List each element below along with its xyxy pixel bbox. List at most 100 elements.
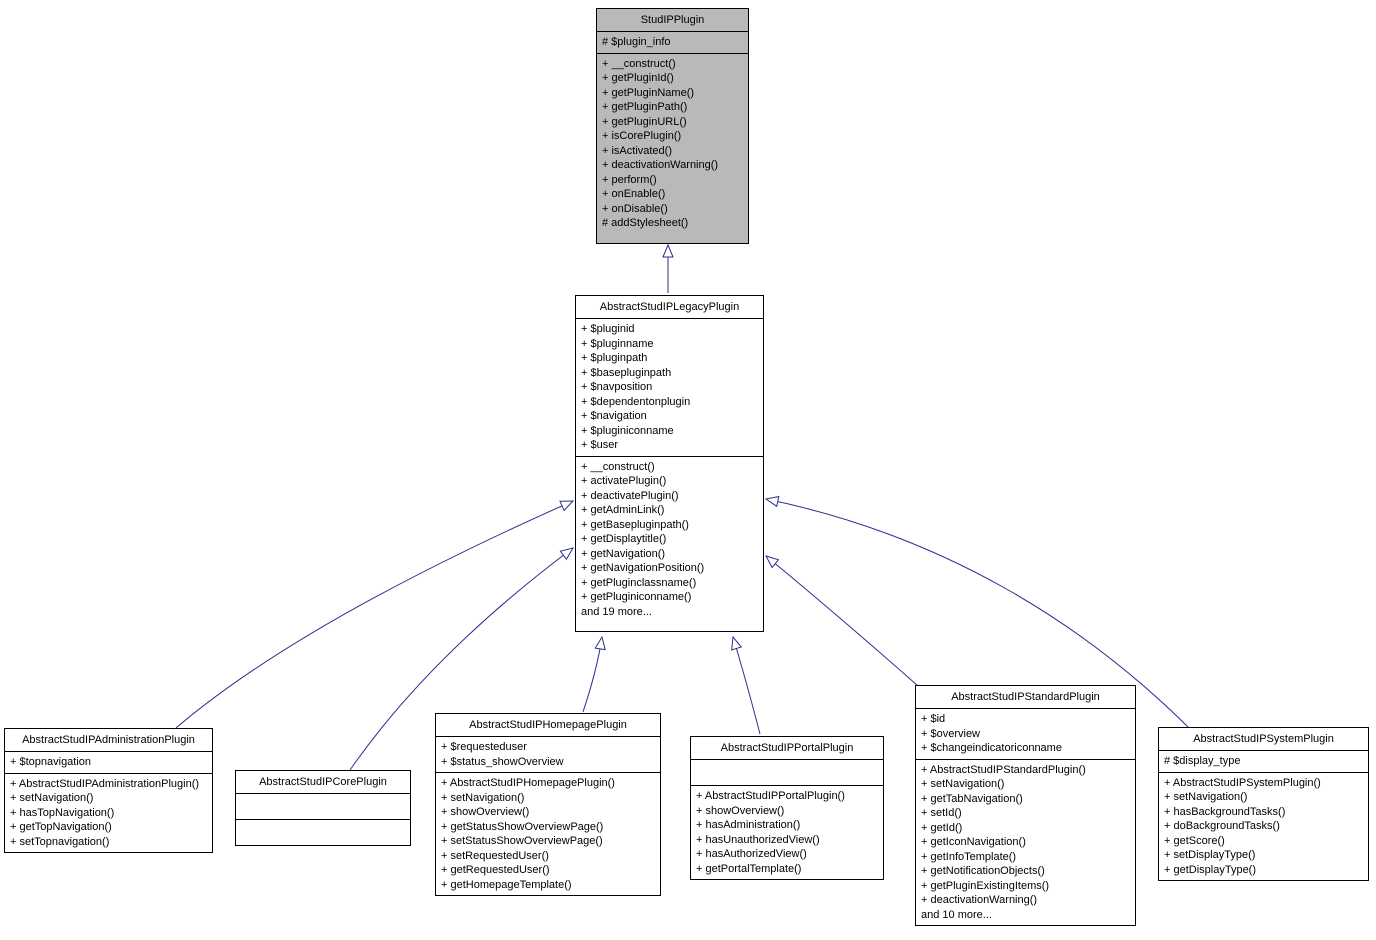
- member: + getPluginURL(): [602, 115, 687, 128]
- member: + $requesteduser: [441, 741, 527, 753]
- member: + AbstractStudIPSystemPlugin(): [1164, 776, 1321, 789]
- member: + setId(): [921, 807, 962, 819]
- member: + getPluginPath(): [602, 101, 688, 113]
- member: + showOverview(): [441, 806, 530, 818]
- class-box-abstractstudipportalplugin[interactable]: AbstractStudIPPortalPlugin + AbstractStu…: [690, 736, 884, 880]
- inheritance-edge: [766, 499, 1189, 728]
- member: + $navposition: [581, 381, 653, 393]
- member: + hasAuthorizedView(): [696, 848, 807, 860]
- member: + getPluginName(): [602, 86, 695, 99]
- member: + setNavigation(): [1164, 791, 1248, 803]
- member: + getTopNavigation(): [10, 821, 112, 833]
- member: + getDisplaytitle(): [581, 533, 667, 545]
- member: + getTabNavigation(): [921, 792, 1023, 805]
- member: and 10 more...: [921, 908, 992, 921]
- class-title: AbstractStudIPHomepagePlugin: [469, 719, 627, 731]
- class-title: AbstractStudIPAdministrationPlugin: [22, 734, 195, 746]
- methods-section: + AbstractStudIPStandardPlugin() + setNav…: [916, 758, 1135, 926]
- member: and 19 more...: [581, 605, 652, 618]
- member: + perform(): [602, 173, 657, 186]
- member: + doBackgroundTasks(): [1164, 820, 1280, 832]
- methods-section: + AbstractStudIPHomepagePlugin() + setNav…: [436, 772, 660, 895]
- class-title: AbstractStudIPCorePlugin: [259, 776, 387, 788]
- methods-section: [236, 819, 410, 845]
- member: + deactivationWarning(): [921, 894, 1038, 906]
- member: + setTopnavigation(): [10, 835, 110, 848]
- member: + AbstractStudIPPortalPlugin(): [696, 790, 845, 802]
- member: + AbstractStudIPAdministrationPlugin(): [10, 777, 200, 790]
- member: + AbstractStudIPStandardPlugin(): [921, 763, 1086, 776]
- member: + hasBackgroundTasks(): [1164, 805, 1286, 818]
- member: + getPluginExistingItems(): [921, 879, 1050, 892]
- member: + getAdminLink(): [581, 504, 665, 516]
- member: + $overview: [921, 727, 981, 740]
- member: # $display_type: [1164, 755, 1241, 767]
- member: + getNavigationPosition(): [581, 562, 705, 574]
- member: + $pluginpath: [581, 352, 648, 364]
- class-title: StudIPPlugin: [640, 14, 705, 26]
- member: + hasTopNavigation(): [10, 806, 115, 819]
- member: + setStatusShowOverviewPage(): [441, 835, 603, 847]
- class-box-abstractstudipstandardplugin[interactable]: AbstractStudIPStandardPlugin + $id+ $ove…: [915, 685, 1136, 926]
- member: + deactivationWarning(): [602, 159, 719, 171]
- member: + $id: [921, 713, 946, 725]
- attributes-section: # $plugin_info: [597, 31, 748, 53]
- class-title: AbstractStudIPPortalPlugin: [720, 742, 854, 754]
- member: + $dependentonplugin: [581, 395, 691, 408]
- member: + activatePlugin(): [581, 475, 667, 487]
- member: + getIconNavigation(): [921, 836, 1026, 848]
- member: + setDisplayType(): [1164, 849, 1256, 861]
- member: + getRequestedUser(): [441, 864, 550, 876]
- attributes-section: + $id + $overview + $changeindicatoriconna…: [916, 708, 1135, 759]
- attributes-section: + $pluginid + $pluginname + $pluginpath + $…: [576, 318, 763, 456]
- member: + getDisplayType(): [1164, 863, 1257, 876]
- class-box-abstractstudipadministrationplugin[interactable]: AbstractStudIPAdministrationPlugin + $to…: [4, 728, 213, 853]
- member: + getNavigation(): [581, 547, 666, 560]
- methods-section: + AbstractStudIPPortalPlugin() + showOver…: [691, 785, 883, 879]
- class-box-studipplugin[interactable]: StudIPPlugin # $plugin_info + __construc…: [596, 8, 749, 244]
- class-box-abstractstudiplegacyplugin[interactable]: AbstractStudIPLegacyPlugin + $pluginid+ …: [575, 295, 764, 632]
- attributes-section: [236, 793, 410, 819]
- member: + isActivated(): [602, 144, 672, 157]
- member: + __construct(): [602, 57, 676, 70]
- attributes-section: [691, 759, 883, 785]
- class-box-abstractstudiphomepageplugin[interactable]: AbstractStudIPHomepagePlugin + $requeste…: [435, 713, 661, 896]
- member: # $plugin_info: [602, 36, 671, 48]
- inheritance-edge: [766, 556, 919, 687]
- member: + getStatusShowOverviewPage(): [441, 820, 604, 833]
- member: + deactivatePlugin(): [581, 489, 679, 502]
- member: + setNavigation(): [10, 792, 94, 804]
- methods-section: + __construct() + activatePlugin() + deact…: [576, 455, 763, 632]
- member: + AbstractStudIPHomepagePlugin(): [441, 777, 615, 789]
- member: + setNavigation(): [921, 778, 1005, 790]
- member: + $status_showOverview: [441, 755, 564, 768]
- member: + $navigation: [581, 410, 647, 422]
- member: + $changeindicatoriconname: [921, 742, 1062, 754]
- member: + getPluginclassname(): [581, 576, 697, 589]
- member: + getNotificationObjects(): [921, 865, 1045, 877]
- member: + setNavigation(): [441, 791, 525, 804]
- class-title: AbstractStudIPLegacyPlugin: [599, 301, 740, 313]
- member: + getHomepageTemplate(): [441, 878, 572, 891]
- member: + getPortalTemplate(): [696, 862, 802, 875]
- member: + onDisable(): [602, 202, 668, 215]
- member: + getInfoTemplate(): [921, 850, 1017, 863]
- member: + showOverview(): [696, 804, 785, 817]
- class-box-abstractstudipcoreplugin[interactable]: AbstractStudIPCorePlugin: [235, 770, 411, 846]
- class-box-abstractstudipsystemplugin[interactable]: AbstractStudIPSystemPlugin # $display_ty…: [1158, 727, 1369, 881]
- inheritance-edge: [349, 548, 573, 771]
- member: + onEnable(): [602, 188, 666, 200]
- methods-section: + AbstractStudIPAdministrationPlugin() + …: [5, 772, 212, 853]
- inheritance-edge: [582, 637, 602, 713]
- attributes-section: # $display_type: [1159, 750, 1368, 772]
- attributes-section: + $topnavigation: [5, 751, 212, 773]
- member: + $pluginname: [581, 337, 654, 350]
- member: + getBasepluginpath(): [581, 518, 689, 531]
- member: + __construct(): [581, 460, 655, 473]
- inheritance-edge: [175, 501, 573, 729]
- member: + $pluginid: [581, 323, 635, 335]
- member: + getPluginId(): [602, 72, 674, 84]
- member: + getPluginiconname(): [581, 591, 692, 603]
